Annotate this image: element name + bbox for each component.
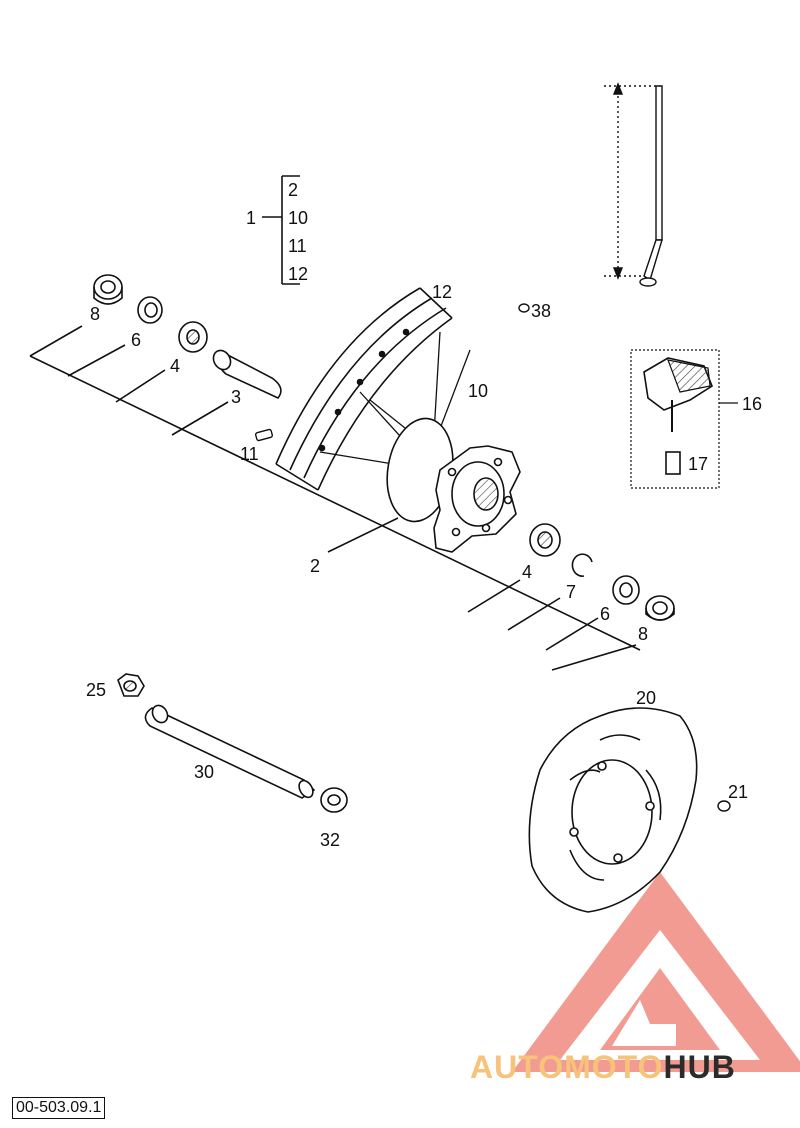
oil-seal-right: [612, 575, 640, 605]
assembly-label: 1: [246, 208, 256, 228]
callout-11: 11: [240, 444, 259, 464]
assembly-component: 12: [288, 264, 308, 284]
callout-8: 8: [90, 304, 100, 324]
callout-25: 25: [86, 680, 106, 700]
dust-seal-left: [93, 274, 123, 305]
axle: [144, 704, 316, 799]
oil-seal-left: [137, 296, 163, 324]
callout-2: 2: [310, 556, 320, 576]
callout-12: 12: [432, 282, 452, 302]
drawing-code: 00-503.09.1: [12, 1097, 106, 1119]
watermark-text-part1: AUTOMOTO: [470, 1049, 663, 1085]
hub: [386, 417, 521, 553]
spacer-sleeve: [212, 349, 282, 399]
bearing-right: [529, 523, 561, 557]
brake-disc: [528, 707, 698, 913]
spoke-dimension: [604, 82, 663, 287]
dust-seal-right: [645, 595, 675, 621]
callout-17: 17: [688, 454, 708, 474]
callout-7: 7: [566, 582, 576, 602]
watermark-text: AUTOMOTOHUB: [470, 1049, 736, 1085]
disc-screw: [717, 800, 731, 812]
callout-8-right: 8: [638, 624, 648, 644]
callout-4: 4: [170, 356, 180, 376]
callout-16: 16: [742, 394, 762, 414]
callout-32: 32: [320, 830, 340, 850]
svg-text:AUTOMOTOHUB: AUTOMOTOHUB: [470, 1049, 736, 1085]
rim-lock-box: [630, 349, 738, 489]
assembly-component: 11: [288, 236, 307, 256]
rim: [275, 287, 453, 491]
callout-3: 3: [231, 387, 241, 407]
axis-lines: [29, 325, 641, 671]
callout-4-right: 4: [522, 562, 532, 582]
callout-30: 30: [194, 762, 214, 782]
watermark-text-part2: HUB: [663, 1049, 735, 1085]
callout-21: 21: [728, 782, 748, 802]
circlip: [571, 553, 593, 577]
assembly-component: 10: [288, 208, 308, 228]
callout-38: 38: [531, 301, 551, 321]
callout-labels: 1 2 10 11 12 8 6 4 3 11 12 38 10 16 17 2…: [86, 180, 762, 850]
screw-small: [518, 303, 530, 313]
callout-6-right: 6: [600, 604, 610, 624]
watermark-logo: [512, 872, 800, 1072]
spoke-nipple: [254, 428, 274, 442]
assembly-bracket: [262, 175, 300, 285]
assembly-component: 2: [288, 180, 298, 200]
callout-10: 10: [468, 381, 488, 401]
axle-nut: [117, 673, 145, 697]
callout-20: 20: [636, 688, 656, 708]
callout-6: 6: [131, 330, 141, 350]
bearing-left: [178, 321, 208, 353]
axle-collar: [320, 787, 348, 813]
